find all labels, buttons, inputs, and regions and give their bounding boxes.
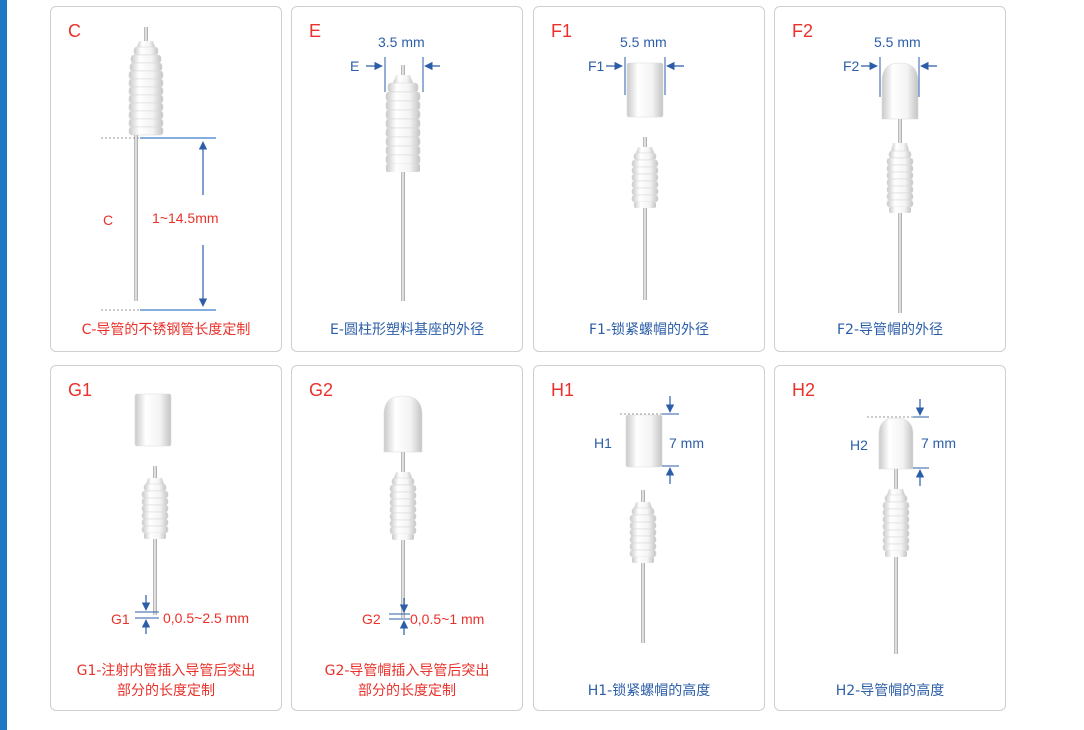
panel-caption-line1: G1-注射内管插入导管后突出 <box>76 663 256 679</box>
panel-letter: E <box>309 21 322 41</box>
dimension-label: F1 <box>588 58 605 74</box>
dimension-label: H2 <box>850 437 868 453</box>
panel-caption: E-圆柱形塑料基座的外径 <box>330 322 484 338</box>
panel-caption: F1-锁紧螺帽的外径 <box>588 322 709 338</box>
panel-caption: H1-锁紧螺帽的高度 <box>587 683 711 699</box>
dimension-label: G1 <box>111 611 130 627</box>
panel-letter: C <box>68 21 81 41</box>
panel-letter: H1 <box>551 380 575 400</box>
panel-letter: F2 <box>792 21 814 41</box>
dimension-value: 0,0.5~2.5 mm <box>163 610 249 626</box>
dimension-value: 5.5 mm <box>620 34 667 50</box>
panel-letter: G2 <box>309 380 334 400</box>
catheter-illustration: 3.5 mm E <box>350 34 440 301</box>
dimension-label: E <box>350 58 359 74</box>
dimension-value: 7 mm <box>921 435 956 451</box>
panel-e: E 3.5 mm E E-圆柱形塑料基座的外径 <box>291 6 523 352</box>
panel-g2: G2 G2 0,0.5~1 mm G2-导管帽插入导管后突出 部分的长度定制 <box>291 365 523 711</box>
panel-caption-line2: 部分的长度定制 <box>358 683 456 699</box>
dimension-value: 7 mm <box>669 435 704 451</box>
panel-letter: F1 <box>551 21 573 41</box>
panel-caption-line2: 部分的长度定制 <box>117 683 215 699</box>
dimension-label: C <box>103 212 113 228</box>
catheter-illustration: 5.5 mm F2 <box>843 34 937 313</box>
dimension-value: 3.5 mm <box>378 34 425 50</box>
panel-caption: C-导管的不锈钢管长度定制 <box>81 322 251 338</box>
dimension-value: 5.5 mm <box>874 34 921 50</box>
panel-h2: H2 H2 7 mm H2-导管帽的高度 <box>774 365 1006 711</box>
panel-caption: F2-导管帽的外径 <box>836 322 943 338</box>
catheter-illustration: C 1~14.5mm <box>101 27 219 311</box>
dimension-label: G2 <box>362 611 381 627</box>
dimension-label: F2 <box>843 58 860 74</box>
catheter-illustration: G2 0,0.5~1 mm <box>362 395 484 635</box>
panel-h1: H1 H1 7 mm H1-锁紧螺帽的高度 <box>533 365 765 711</box>
panel-letter: G1 <box>68 380 93 400</box>
panel-f1: F1 5.5 mm F1 F1-锁紧螺帽的外径 <box>533 6 765 352</box>
panel-caption-line1: G2-导管帽插入导管后突出 <box>324 663 490 679</box>
panel-g1: G1 G1 0,0.5~2.5 mm G1-注射内管插入导管后突出 部分的长度定… <box>50 365 282 711</box>
dimension-value: 0,0.5~1 mm <box>410 611 484 627</box>
panel-f2: F2 5.5 mm F2 F2-导管帽的外径 <box>774 6 1006 352</box>
catheter-illustration: G1 0,0.5~2.5 mm <box>111 393 249 634</box>
panel-letter: H2 <box>792 380 816 400</box>
catheter-illustration: H2 7 mm <box>850 399 956 654</box>
dimension-value: 1~14.5mm <box>152 210 219 226</box>
panel-caption: H2-导管帽的高度 <box>835 683 945 699</box>
catheter-illustration: 5.5 mm F1 <box>588 34 684 300</box>
edge-bar <box>0 0 7 730</box>
panel-c: C C 1~14.5mm C-导管的不锈钢管长度定制 <box>50 6 282 352</box>
catheter-illustration: H1 7 mm <box>594 396 704 643</box>
dimension-label: H1 <box>594 435 612 451</box>
